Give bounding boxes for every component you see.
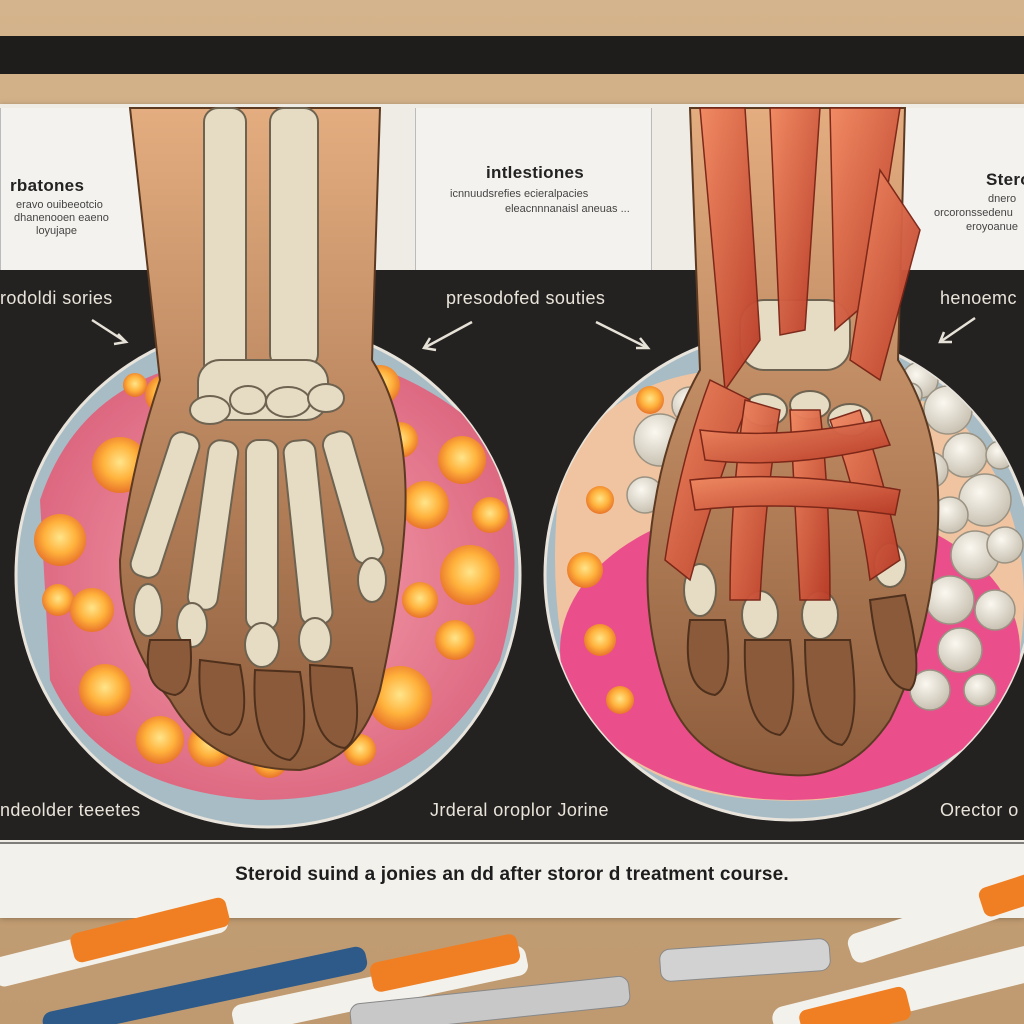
header-right-line-3: eroyoanue xyxy=(966,221,1018,233)
header-right-line-2: orcoronssedenu xyxy=(934,207,1013,219)
callout-center-top: presodofed souties xyxy=(446,288,606,308)
callout-right-bottom: Orector o xyxy=(940,800,1019,820)
header-left-line-3: loyujape xyxy=(36,225,77,237)
header-left-line-1: eravo ouibeeotcio xyxy=(16,199,103,211)
header-box-right xyxy=(898,108,1024,270)
header-right-line-1: dnero xyxy=(988,193,1017,205)
header-box-center xyxy=(415,108,652,270)
header-left-line-2: dhanenooen eaeno xyxy=(14,212,109,224)
caption: Steroid suind a jonies an dd after storo… xyxy=(235,864,789,885)
header-right-title: Steroi xyxy=(986,170,1024,189)
header-center-line-1: icnnuudsrefies ecieralpacies xyxy=(450,188,589,200)
header-center-title: intlestiones xyxy=(486,163,585,182)
header-center-line-2: eleacnnnanaisl aneuas ... xyxy=(505,203,630,215)
callout-center-bottom: Jrderal oroplor Jorine xyxy=(430,800,609,820)
callout-left-bottom: ndeolder teeetes xyxy=(0,800,141,820)
callout-left-top: rodoldi sories xyxy=(0,288,113,308)
top-stripe xyxy=(0,36,1024,74)
callout-right-top: henoemc xyxy=(940,288,1017,308)
header-left-title: rbatones xyxy=(10,176,85,195)
